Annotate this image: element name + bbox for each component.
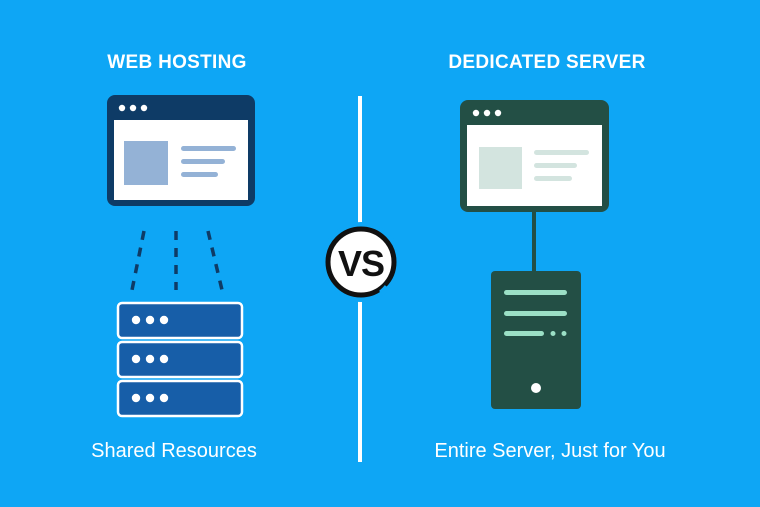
dedicated-server-title: DEDICATED SERVER: [448, 52, 646, 73]
dedicated-browser-icon: [460, 100, 609, 212]
shared-server-stack-icon: [116, 301, 244, 418]
web-hosting-browser-icon: [107, 95, 255, 206]
shared-connection-lines: [130, 230, 224, 291]
dedicated-server-tower-icon: [491, 271, 581, 409]
vs-label: VS: [338, 243, 384, 284]
vs-badge: VS: [321, 222, 401, 302]
shared-resources-caption: Shared Resources: [91, 440, 257, 462]
web-hosting-title: WEB HOSTING: [107, 52, 247, 73]
dedicated-server-caption: Entire Server, Just for You: [434, 440, 666, 462]
